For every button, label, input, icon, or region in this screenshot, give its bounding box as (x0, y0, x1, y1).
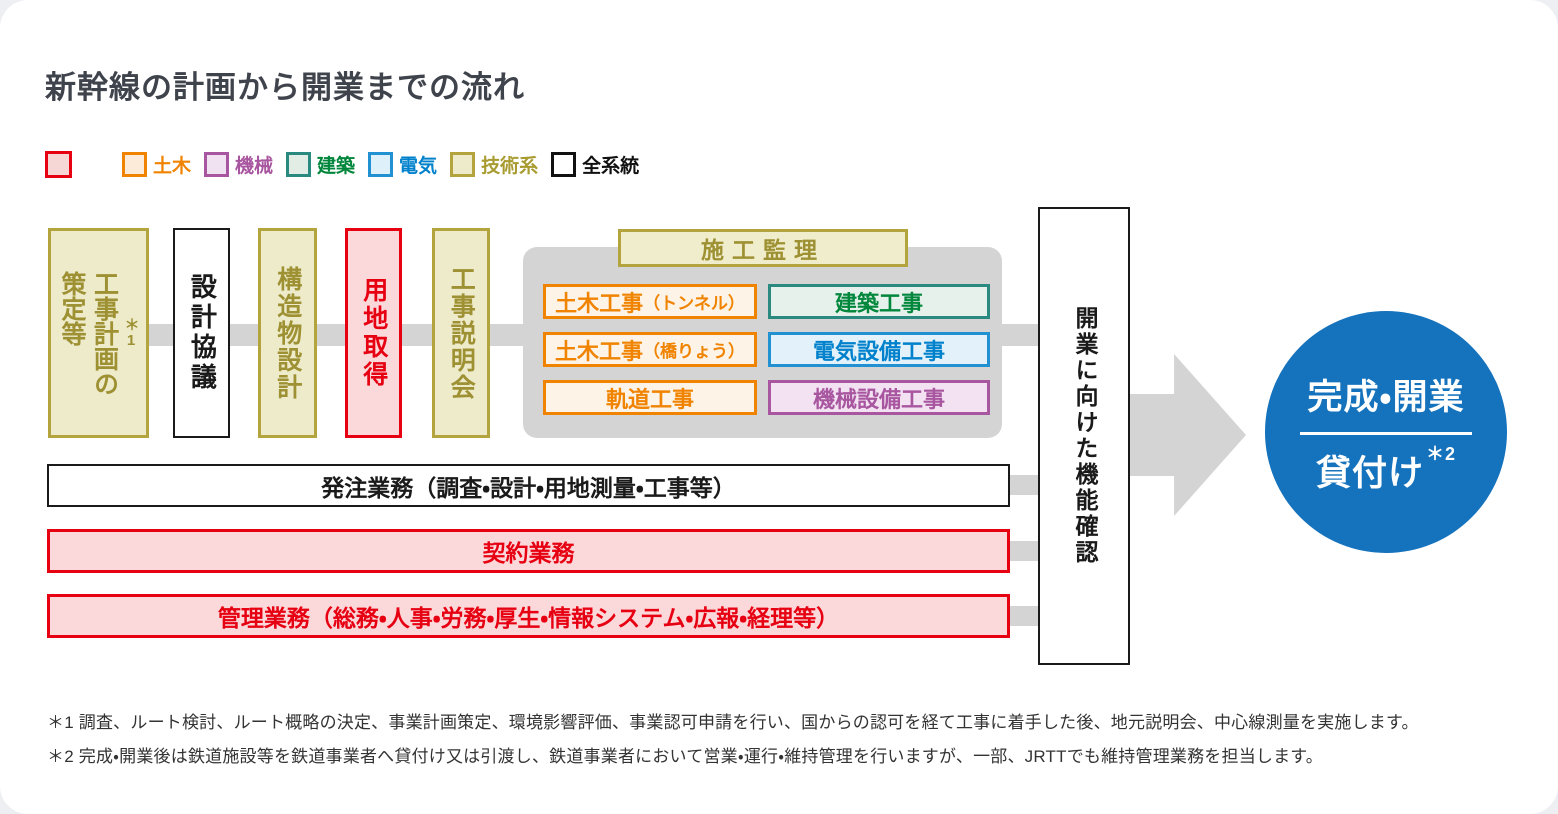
goal-line-completion: 完成・開業 (1307, 377, 1465, 417)
legend-label: 土木 (153, 155, 192, 177)
construction-supervision-box: 施工監理 (618, 229, 908, 267)
legend-label: 機械 (235, 155, 274, 177)
stage-box-label: 工事計画の 策定等 (58, 270, 119, 396)
goal-lease-label: 貸付け (1315, 453, 1424, 493)
legend-label: 全系統 (582, 155, 640, 177)
legend-item-all-systems: 全系統 (551, 151, 639, 178)
work-box-label: 土木工事 (554, 338, 643, 364)
work-box-civil-bridge: 土木工事（橋りょう） (543, 332, 757, 367)
work-box-sublabel: （橋りょう） (643, 342, 745, 361)
legend-item-architecture: 建築 (286, 151, 355, 178)
function-check-box: 開業に向けた機能確認 (1038, 207, 1130, 665)
footnotes: ＊1 調査、ルート検討、ルート概略の決定、事業計画策定、環境影響評価、事業認可申… (47, 714, 1419, 782)
work-box-label: 機械設備工事 (812, 386, 945, 412)
stage-box-design-consultation: 設計協議 (173, 228, 230, 438)
right-arrow-icon (1130, 354, 1246, 516)
legend-swatch-white (551, 151, 577, 177)
stage-box-construction-plan: 工事計画の 策定等＊1 (48, 228, 149, 438)
goal-line-lease: 貸付け＊2 (1315, 443, 1457, 496)
legend-label: 電気 (399, 155, 438, 177)
stage-box-structure-design: 構造物設計 (258, 228, 317, 438)
footnote-ref-1: ＊1 (122, 317, 140, 349)
footnote-1: ＊1 調査、ルート検討、ルート概略の決定、事業計画策定、環境影響評価、事業認可申… (47, 713, 1419, 732)
legend-label: 技術系 (481, 155, 539, 177)
work-box-track: 軌道工事 (543, 380, 757, 415)
footnote-2: ＊2 完成・開業後は鉄道施設等を鉄道事業者へ貸付け又は引渡し、鉄道事業者において… (47, 747, 1324, 766)
legend-item-technical: 技術系 (450, 151, 538, 178)
bar-contract-business: 契約業務 (47, 529, 1010, 573)
connector-ordering-bar (1010, 475, 1040, 495)
goal-circle: 完成・開業 貸付け＊2 (1265, 311, 1507, 553)
stage-box-land-acquisition: 用地取得 (345, 228, 402, 438)
work-box-label: 建築工事 (834, 290, 923, 316)
legend-label: 建築 (317, 155, 356, 177)
stage-box-label: 工事説明会 (447, 265, 476, 401)
stage-box-label: 構造物設計 (273, 265, 302, 401)
legend-swatch-purple (204, 151, 230, 177)
legend-item-machinery: 機械 (204, 151, 273, 178)
work-box-electrical-equipment: 電気設備工事 (768, 332, 990, 367)
legend-item-civil: 土木 (122, 151, 191, 178)
legend-item-electric: 電気 (368, 151, 437, 178)
stage-box-label: 用地取得 (359, 277, 388, 389)
work-box-label: 電気設備工事 (812, 338, 945, 364)
work-box-mechanical-equipment: 機械設備工事 (768, 380, 990, 415)
stage-box-construction-briefing: 工事説明会 (432, 228, 490, 438)
legend-swatch-red (45, 150, 72, 178)
footnote-ref-2: ＊2 (1426, 443, 1457, 464)
function-check-label: 開業に向けた機能確認 (1071, 306, 1098, 566)
work-box-sublabel: （トンネル） (643, 294, 745, 313)
bar-ordering-business: 発注業務（調査・設計・用地測量・工事等） (47, 464, 1010, 507)
connector-contract-bar (1010, 541, 1040, 561)
stage-box-label: 設計協議 (187, 273, 218, 393)
legend-swatch-orange (122, 151, 147, 177)
legend-swatch-blue (368, 151, 394, 177)
legend-swatch-teal (286, 151, 312, 177)
work-box-civil-tunnel: 土木工事（トンネル） (543, 284, 757, 319)
legend-item-admin (45, 150, 78, 178)
page-title: 新幹線の計画から開業までの流れ (45, 70, 525, 105)
bar-administration-business: 管理業務（総務・人事・労務・厚生・情報システム・広報・経理等） (47, 594, 1010, 638)
legend-swatch-khaki (450, 151, 476, 177)
legend: 土木 機械 建築 電気 技術系 全系統 (45, 150, 652, 178)
work-box-building: 建築工事 (768, 284, 990, 319)
goal-divider (1300, 431, 1472, 435)
work-box-label: 土木工事 (555, 290, 644, 316)
connector-admin-bar (1010, 606, 1040, 626)
work-box-label: 軌道工事 (605, 386, 694, 412)
